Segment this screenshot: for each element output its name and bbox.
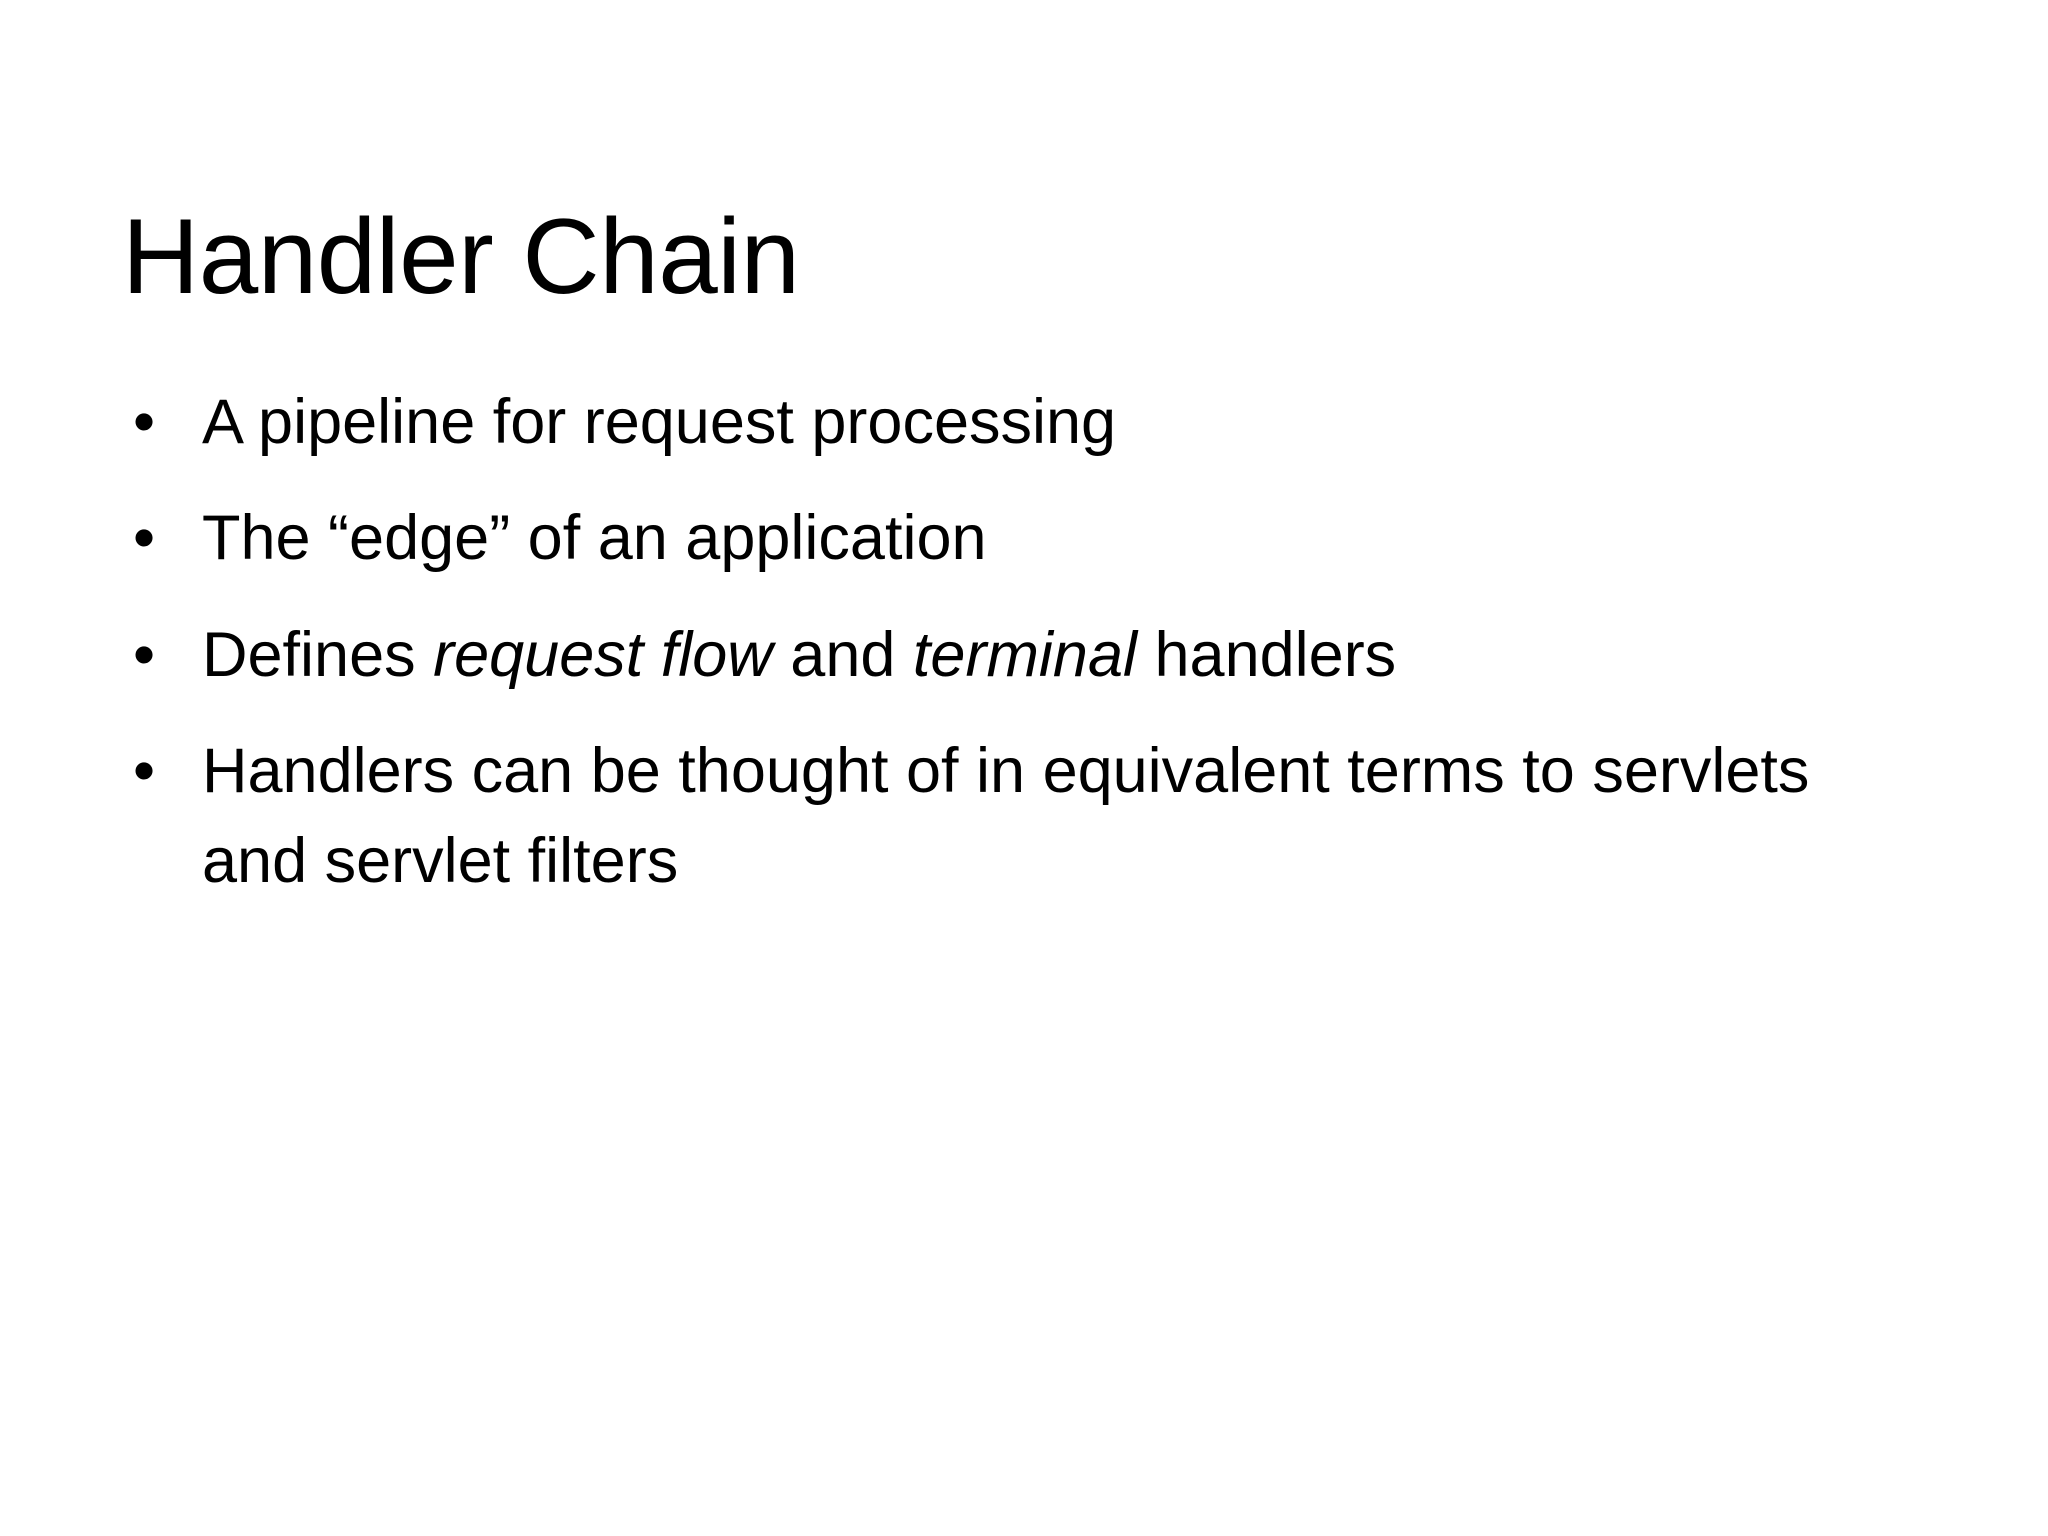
emphasis-text: request flow <box>433 619 773 690</box>
emphasis-text: terminal <box>912 619 1137 690</box>
bullet-point-icon: • <box>133 503 156 574</box>
bullet-text: A pipeline for request processing <box>202 387 1116 457</box>
bullet-item-edge: • The “edge” of an application <box>120 494 1930 583</box>
bullet-text: Defines request flow and terminal handle… <box>202 620 1396 690</box>
plain-text: and <box>772 619 913 690</box>
bullet-point-icon: • <box>133 387 156 457</box>
bullet-item-defines: • Defines request flow and terminal handl… <box>120 611 1930 700</box>
bullet-item-pipeline: • A pipeline for request processing <box>120 378 1930 467</box>
bullet-point-icon: • <box>133 736 156 807</box>
bullet-list: • A pipeline for request processing • The “… <box>120 378 1930 906</box>
bullet-text: The “edge” of an application <box>202 503 987 573</box>
plain-text: Defines <box>202 619 434 690</box>
plain-text: A pipeline for request processing <box>202 387 1117 457</box>
slide-title: Handler Chain <box>122 195 800 316</box>
plain-text: Handlers can be thought of in equivalent… <box>202 736 1810 896</box>
bullet-text: Handlers can be thought of in equivalent… <box>202 736 1809 895</box>
plain-text: The “edge” of an application <box>202 503 987 574</box>
plain-text: handlers <box>1137 619 1397 690</box>
bullet-item-equivalent: • Handlers can be thought of in equivalen… <box>120 727 1930 906</box>
bullet-point-icon: • <box>133 619 156 690</box>
